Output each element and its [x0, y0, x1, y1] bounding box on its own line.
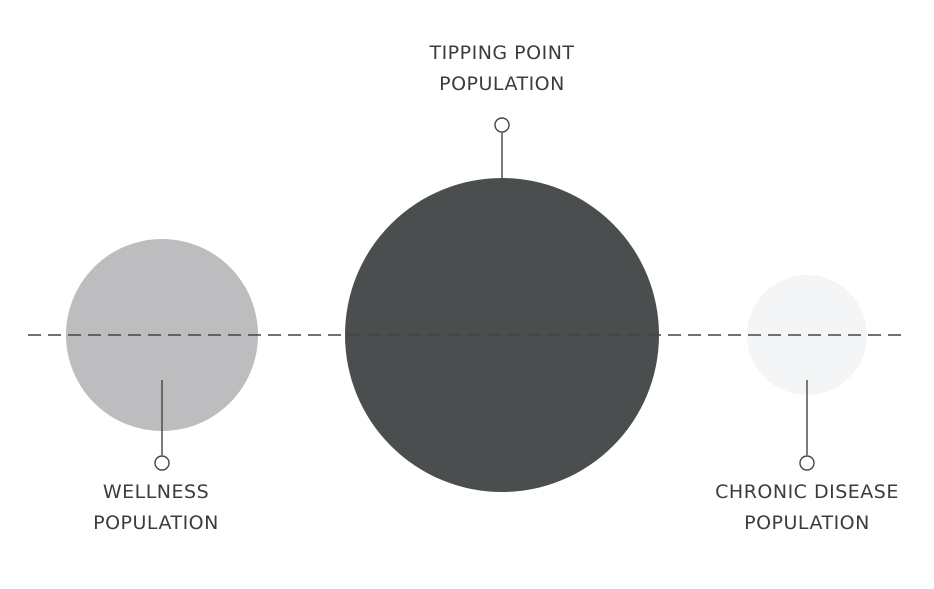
- tipping-point-label: TIPPING POINT POPULATION: [370, 38, 634, 100]
- wellness-label-line1: WELLNESS: [102, 481, 210, 503]
- tipping-point-label-line1: TIPPING POINT: [429, 42, 575, 64]
- wellness-marker: [154, 455, 170, 471]
- wellness-label-line2: POPULATION: [93, 512, 219, 534]
- chronic-disease-label-line2: POPULATION: [744, 512, 870, 534]
- chronic-disease-marker: [799, 455, 815, 471]
- chronic-disease-circle: [747, 275, 867, 395]
- chronic-disease-label-line1: CHRONIC DISEASE: [715, 481, 899, 503]
- tipping-point-marker: [494, 117, 510, 133]
- wellness-label: WELLNESS POPULATION: [24, 477, 288, 539]
- tipping-point-circle: [345, 178, 659, 492]
- tipping-point-label-line2: POPULATION: [439, 73, 565, 95]
- wellness-circle: [66, 239, 258, 431]
- chronic-disease-label: CHRONIC DISEASE POPULATION: [667, 477, 934, 539]
